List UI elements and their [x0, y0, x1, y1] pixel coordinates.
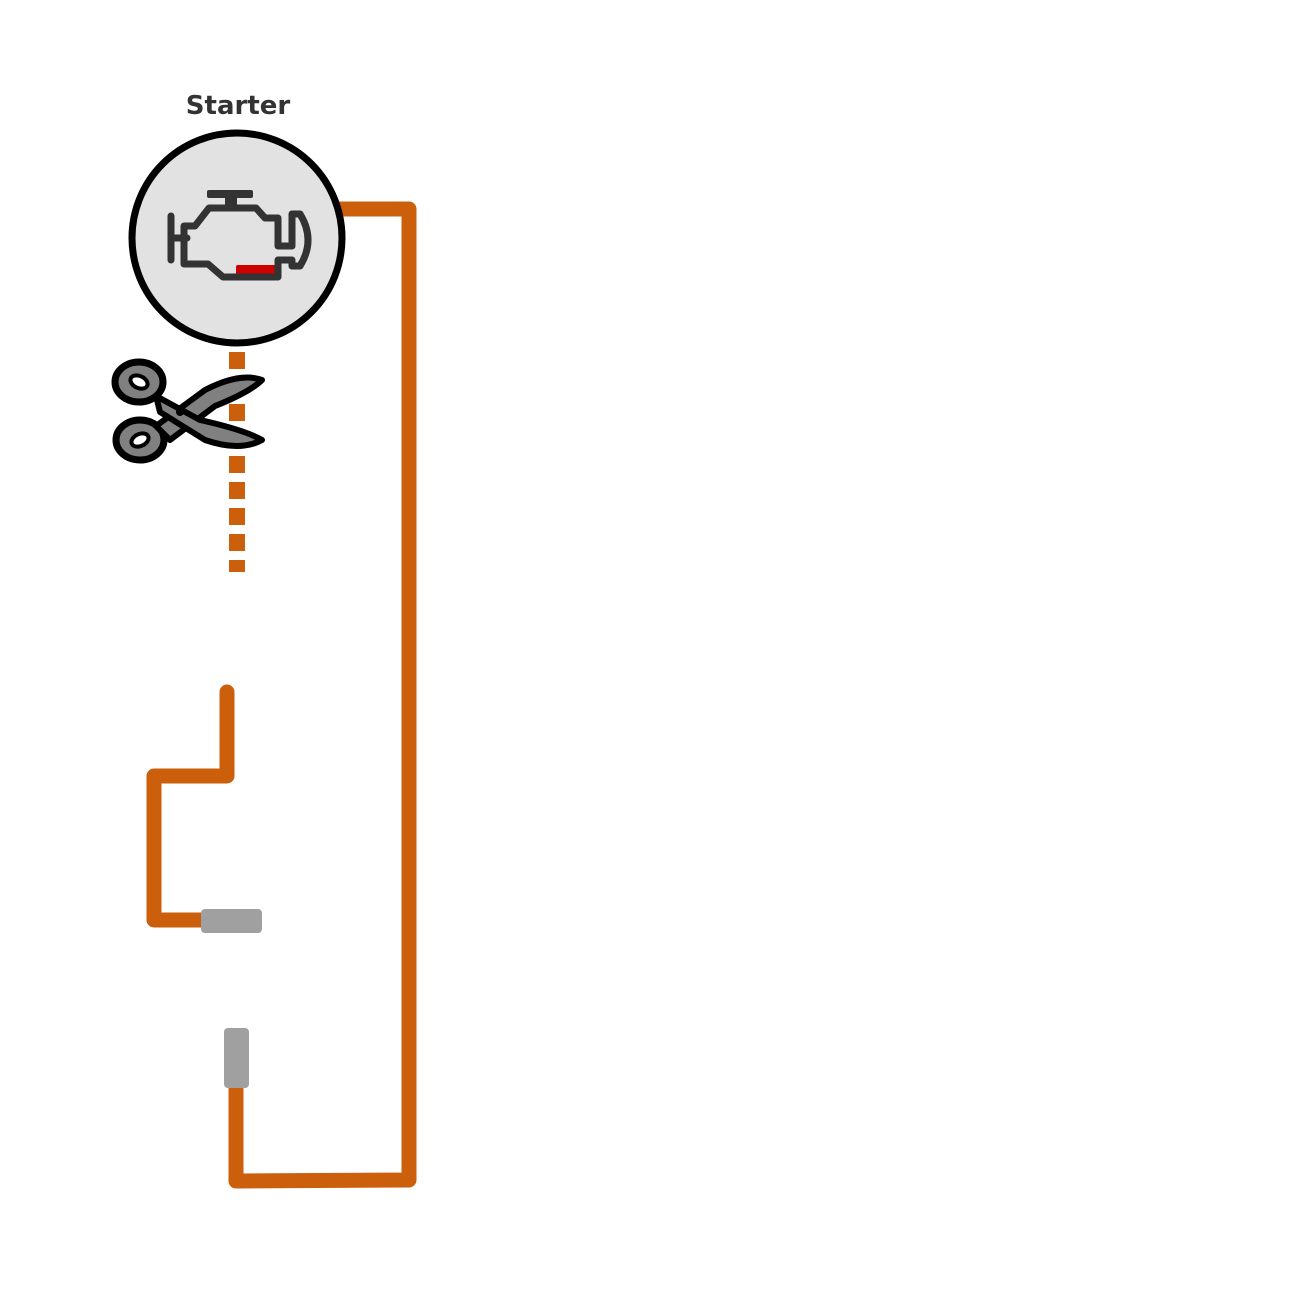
starter-label: Starter	[186, 91, 291, 121]
starter-circle	[128, 129, 346, 347]
engine-body	[180, 204, 312, 281]
connector-upper[interactable]	[201, 909, 262, 933]
engine-cap-stem	[225, 196, 237, 206]
starter-component[interactable]	[128, 129, 346, 347]
scissors-pivot	[176, 408, 184, 416]
engine-icon	[167, 190, 312, 281]
engine-cap	[207, 190, 253, 198]
scissors-icon[interactable]	[111, 358, 265, 464]
scissors-upper-hole	[128, 373, 150, 391]
return-wire	[228, 201, 417, 1189]
scissors-blade-lower	[153, 393, 265, 449]
connector-lower[interactable]	[224, 1028, 249, 1088]
scissors-lower-hole	[129, 431, 151, 449]
detour-wire	[146, 684, 235, 928]
